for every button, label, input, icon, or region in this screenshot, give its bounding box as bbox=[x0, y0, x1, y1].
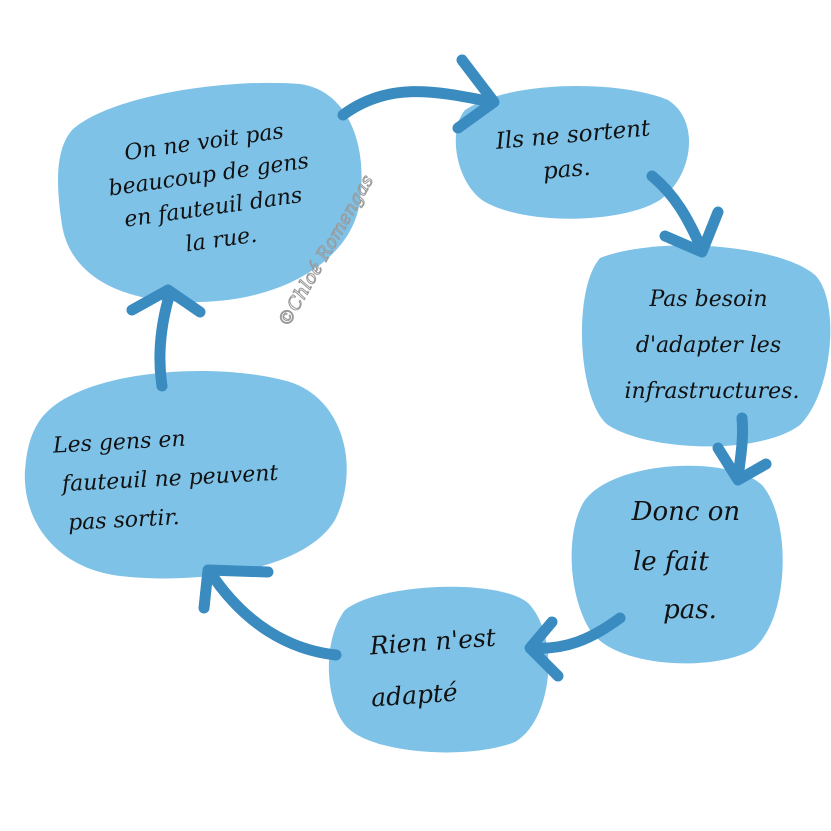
arrow-n3-n4 bbox=[712, 412, 772, 486]
arrow-n1-n2 bbox=[337, 54, 500, 134]
bubble-n1 bbox=[58, 82, 362, 303]
node-n4-line-1: Donc on bbox=[631, 497, 740, 527]
arrow-n6-n1 bbox=[126, 284, 206, 392]
arrow-n4-n5 bbox=[524, 612, 626, 682]
node-text-n3: Pas besoin d'adapter les infrastructures… bbox=[625, 287, 800, 404]
bubble-n2 bbox=[455, 86, 690, 219]
node-n4-line-2: le fait bbox=[633, 547, 709, 577]
node-n3-line-3: infrastructures. bbox=[625, 379, 800, 404]
node-n3-line-2: d'adapter les bbox=[636, 333, 781, 358]
node-n6-line-3: pas sortir. bbox=[67, 505, 180, 536]
bubble-n6 bbox=[24, 370, 347, 579]
node-text-n4: Donc on le fait pas. bbox=[631, 497, 749, 625]
node-n2-line-2: pas. bbox=[542, 155, 592, 185]
arrows bbox=[126, 54, 772, 682]
node-n5-line-2: adapté bbox=[370, 678, 459, 713]
bubbles bbox=[24, 82, 831, 753]
bubble-n3 bbox=[581, 245, 831, 447]
node-n3-line-1: Pas besoin bbox=[648, 287, 767, 312]
bubble-n5 bbox=[328, 586, 549, 753]
node-n4-line-3: pas. bbox=[663, 595, 717, 625]
arrow-n5-n6 bbox=[198, 564, 342, 661]
arrow-n2-n3 bbox=[646, 170, 724, 258]
bubble-n4 bbox=[571, 465, 783, 664]
